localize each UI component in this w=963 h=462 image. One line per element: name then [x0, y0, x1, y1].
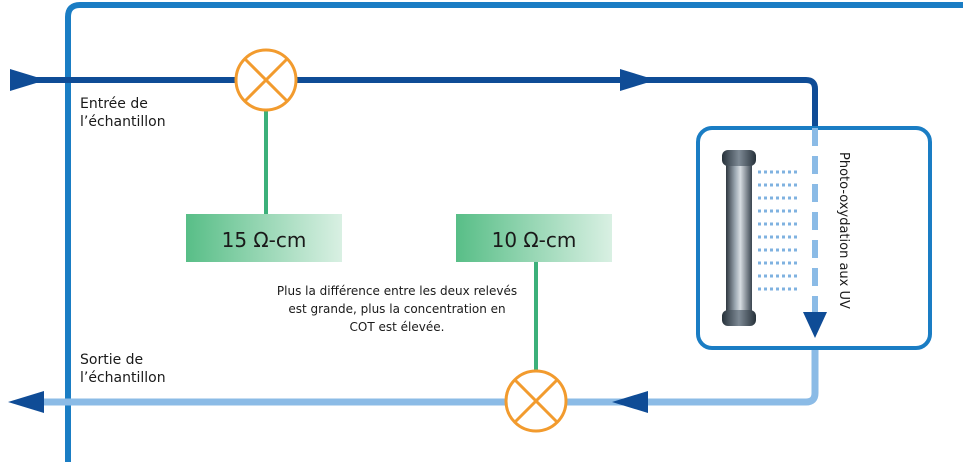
inlet-pipe	[10, 77, 818, 128]
note-line-3: COT est élevée.	[350, 320, 445, 334]
upstream-cell-icon	[234, 48, 298, 112]
outlet-label-line2: l’échantillon	[80, 370, 166, 386]
outlet-pipe	[40, 348, 819, 406]
outlet-arrow-left	[8, 391, 44, 413]
note-line-2: est grande, plus la concentration en	[288, 302, 505, 316]
outlet-arrow-mid	[612, 391, 648, 413]
inlet-label-line2: l’échantillon	[80, 114, 166, 130]
inlet-arrow-mid	[620, 69, 656, 91]
reactor-flow-arrow	[803, 312, 827, 338]
outlet-label-line1: Sortie de	[80, 352, 143, 368]
upstream-readout-box	[186, 214, 342, 262]
inlet-label-line1: Entrée de	[80, 96, 148, 112]
uv-oxidation-label: Photo-oxydation aux UV	[836, 152, 851, 309]
downstream-cell-icon	[504, 369, 568, 433]
downstream-readout-box	[456, 214, 612, 262]
uv-lamp-icon	[722, 150, 756, 326]
upstream-resistivity-value: 15 Ω-cm	[222, 228, 307, 252]
outer-frame	[65, 2, 963, 462]
note-line-1: Plus la différence entre les deux relevé…	[277, 284, 517, 298]
uv-rays	[758, 170, 800, 291]
inlet-arrow-left	[10, 69, 46, 91]
downstream-resistivity-value: 10 Ω-cm	[492, 228, 577, 252]
